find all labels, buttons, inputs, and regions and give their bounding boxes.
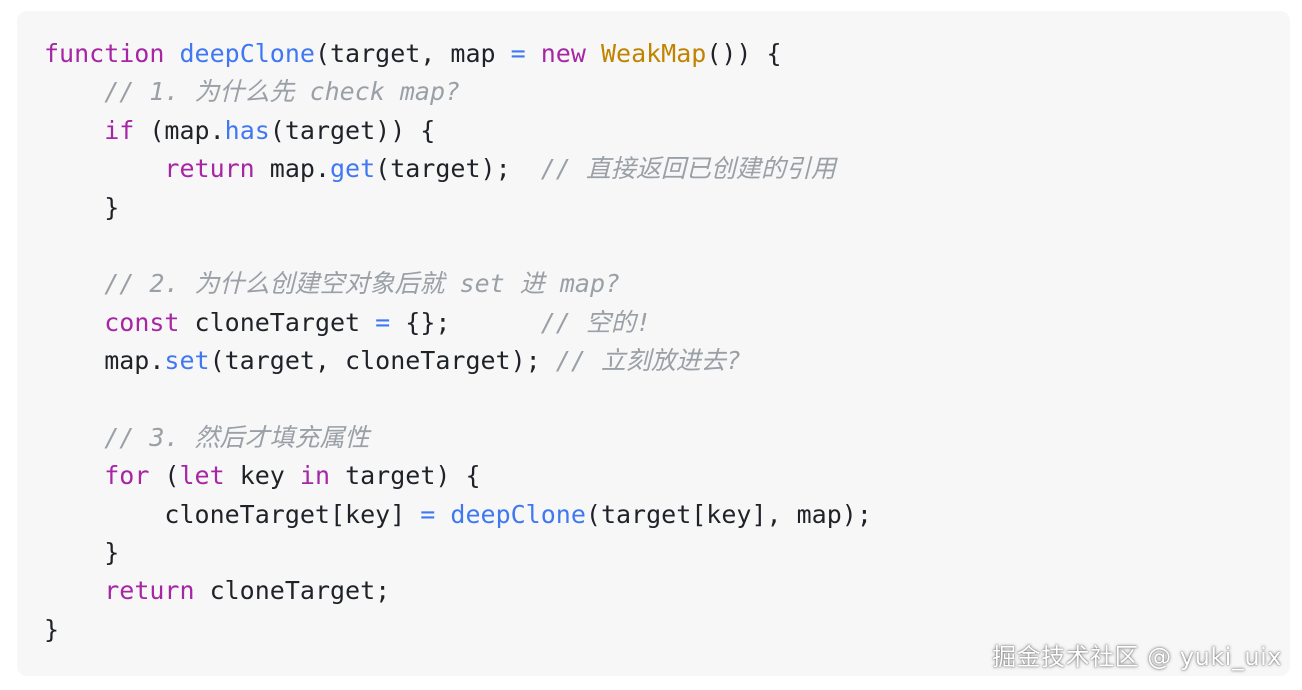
code-token-keyword: new: [540, 39, 586, 68]
code-token-plain: ()) {: [706, 39, 782, 68]
code-token-plain: [44, 154, 164, 183]
code-line: map.set(target, cloneTarget); // 立刻放进去?: [44, 342, 872, 380]
code-token-plain: target) {: [330, 461, 481, 491]
code-token-plain: }: [44, 538, 120, 568]
code-line: return map.get(target); // 直接返回已创建的引用: [44, 150, 872, 188]
code-line: for (let key in target) {: [44, 457, 872, 495]
code-line: }: [44, 611, 872, 649]
code-token-operator: =: [420, 499, 436, 529]
code-token-plain: map.: [44, 346, 165, 376]
code-token-plain: (target, cloneTarget);: [209, 346, 556, 376]
code-token-comment: // 2. 为什么创建空对象后就 set 进 map?: [104, 269, 621, 299]
code-token-plain: [44, 576, 104, 605]
code-line: return cloneTarget;: [44, 572, 872, 610]
source-watermark: 掘金技术社区 @ yuki_uix: [992, 643, 1282, 671]
code-token-plain: (target)) {: [269, 115, 436, 145]
code-token-plain: [44, 423, 104, 452]
code-block: function deepClone(target, map = new Wea…: [44, 35, 872, 649]
code-token-plain: [44, 308, 104, 337]
code-token-keyword: function: [44, 39, 165, 68]
code-token-plain: cloneTarget[key]: [44, 499, 421, 529]
code-token-operator: =: [375, 307, 391, 337]
code-token-keyword: const: [104, 307, 180, 337]
code-token-function: deepClone: [179, 39, 315, 68]
code-token-keyword: return: [104, 576, 195, 606]
code-token-plain: {};: [390, 307, 541, 337]
code-token-keyword: in: [299, 461, 331, 491]
code-line: }: [44, 534, 872, 572]
code-token-plain: cloneTarget: [179, 307, 376, 337]
code-token-plain: (target[key], map);: [585, 499, 872, 529]
code-token-comment: // 立刻放进去?: [555, 346, 741, 376]
code-token-keyword: return: [164, 154, 255, 184]
code-token-plain: cloneTarget;: [194, 576, 391, 606]
code-snippet-card: function deepClone(target, map = new Wea…: [17, 11, 1290, 676]
code-token-plain: [44, 116, 104, 145]
code-token-comment: // 直接返回已创建的引用: [540, 154, 836, 184]
code-line: const cloneTarget = {}; // 空的!: [44, 304, 872, 342]
code-line: if (map.has(target)) {: [44, 112, 872, 150]
code-line: // 3. 然后才填充属性: [44, 419, 872, 457]
code-token-comment: // 1. 为什么先 check map?: [104, 77, 461, 107]
code-token-keyword: let: [179, 461, 225, 491]
code-token-class: WeakMap: [600, 39, 707, 68]
code-token-plain: [435, 500, 450, 529]
code-token-plain: (target, map: [314, 39, 511, 68]
code-token-function: deepClone: [450, 499, 586, 529]
code-line: // 2. 为什么创建空对象后就 set 进 map?: [44, 265, 872, 303]
code-token-plain: (map.: [134, 115, 225, 145]
code-token-comment: // 空的!: [540, 307, 651, 337]
code-line: function deepClone(target, map = new Wea…: [44, 35, 872, 73]
code-token-plain: (target);: [375, 154, 541, 184]
code-token-plain: [44, 269, 104, 298]
code-line: // 1. 为什么先 check map?: [44, 73, 872, 111]
code-token-plain: }: [44, 614, 60, 644]
code-token-function: set: [164, 346, 210, 376]
code-line: cloneTarget[key] = deepClone(target[key]…: [44, 496, 872, 534]
code-token-keyword: for: [104, 461, 150, 491]
code-token-keyword: if: [104, 115, 135, 145]
code-token-plain: (: [149, 461, 180, 491]
code-token-plain: }: [44, 192, 120, 222]
code-token-plain: key: [224, 461, 300, 491]
code-token-plain: [586, 39, 601, 68]
code-token-comment: // 3. 然后才填充属性: [104, 422, 370, 452]
code-token-operator: =: [510, 39, 526, 68]
code-token-plain: [44, 77, 104, 106]
code-line: [44, 227, 872, 265]
code-token-plain: [164, 39, 179, 68]
code-line: [44, 381, 872, 419]
code-token-function: has: [224, 115, 270, 145]
code-token-plain: map.: [254, 154, 330, 184]
code-token-plain: [526, 39, 541, 68]
code-line: }: [44, 189, 872, 227]
code-token-plain: [44, 461, 104, 490]
code-token-function: get: [330, 154, 376, 184]
